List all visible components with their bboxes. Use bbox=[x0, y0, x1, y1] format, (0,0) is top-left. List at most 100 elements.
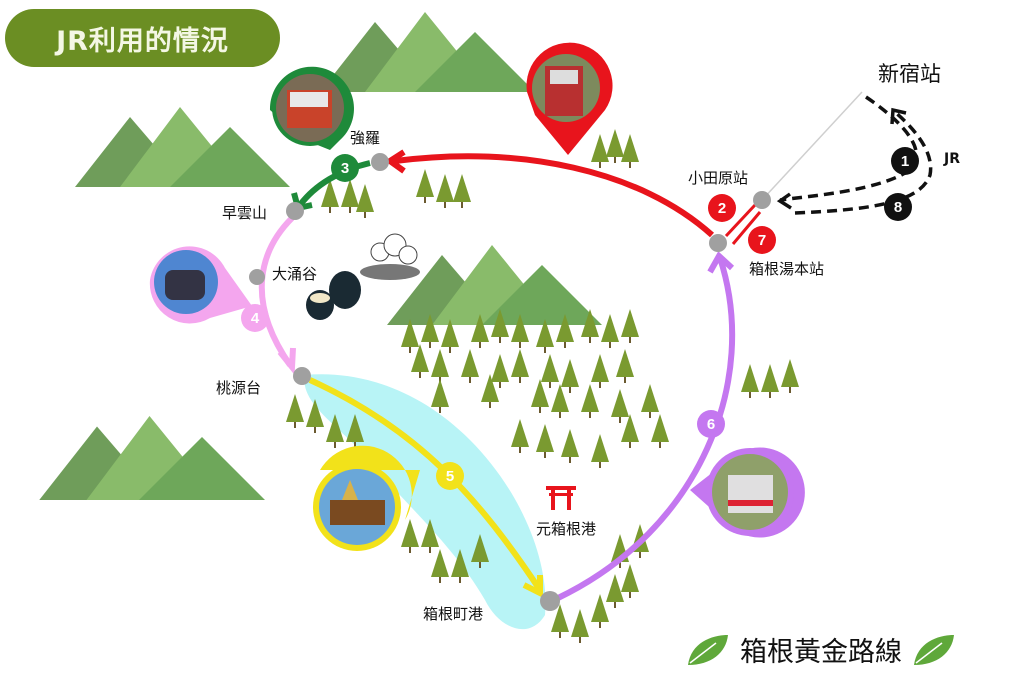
tree-icon bbox=[416, 169, 434, 203]
tree-icon bbox=[436, 174, 454, 208]
tree-icon bbox=[286, 394, 304, 428]
page-title: JR利用的情況 bbox=[5, 9, 280, 67]
route-legend: 箱根黃金路線 bbox=[686, 630, 956, 669]
step-badge-2: 2 bbox=[708, 194, 736, 222]
lake-ashi bbox=[304, 374, 546, 630]
tree-icon bbox=[341, 179, 359, 213]
jr-label: JR bbox=[944, 151, 960, 167]
tree-icon bbox=[591, 354, 609, 388]
jr-route-8 bbox=[794, 110, 933, 215]
station-dot-hakone-yumoto[interactable] bbox=[709, 234, 727, 252]
step-badge-1: 1 bbox=[891, 147, 919, 175]
mountain-left bbox=[75, 107, 290, 187]
station-dot-hakonemachi[interactable] bbox=[540, 591, 560, 611]
photo-pin-bus-6[interactable] bbox=[690, 447, 805, 538]
svg-text:4: 4 bbox=[251, 310, 260, 327]
jr-guide-line bbox=[761, 91, 863, 201]
step-badge-3: 3 bbox=[331, 154, 359, 182]
station-dot-togendai[interactable] bbox=[293, 367, 311, 385]
route-6-arrow bbox=[707, 251, 735, 274]
station-label-sounzan: 早雲山 bbox=[222, 204, 268, 222]
tree-icon bbox=[621, 134, 639, 168]
volcanic-steam-icon bbox=[360, 233, 420, 280]
black-eggs-icon bbox=[306, 271, 361, 320]
tree-icon bbox=[591, 594, 609, 628]
svg-text:6: 6 bbox=[707, 416, 715, 433]
route-3-line bbox=[297, 160, 371, 207]
tree-icon bbox=[531, 379, 549, 413]
tree-icon bbox=[601, 314, 619, 348]
tree-icon bbox=[461, 349, 479, 383]
tree-icon bbox=[431, 549, 449, 583]
station-label-motohakone: 元箱根港 bbox=[536, 520, 597, 538]
tree-icon bbox=[431, 379, 449, 413]
tree-icon bbox=[571, 609, 589, 643]
tree-icon bbox=[591, 134, 609, 168]
svg-text:5: 5 bbox=[446, 468, 454, 485]
jr-arrow-1 bbox=[776, 192, 792, 210]
tree-icon bbox=[561, 429, 579, 463]
step-badge-8: 8 bbox=[884, 193, 912, 221]
svg-text:2: 2 bbox=[718, 200, 726, 217]
route-2-short bbox=[724, 203, 757, 238]
jr-arrow-8 bbox=[890, 107, 907, 125]
route-4-arrow bbox=[277, 347, 296, 376]
photo-pin-tozan-train-2[interactable] bbox=[526, 42, 613, 156]
tree-icon bbox=[536, 424, 554, 458]
step-badge-7: 7 bbox=[748, 226, 776, 254]
step-badge-6: 6 bbox=[697, 410, 725, 438]
station-label-hakone-yumoto: 箱根湯本站 bbox=[749, 260, 825, 278]
station-label-shinjuku: 新宿站 bbox=[878, 62, 941, 86]
tree-icon bbox=[591, 434, 609, 468]
station-dot-odawara[interactable] bbox=[753, 191, 771, 209]
tree-icon bbox=[401, 519, 419, 553]
station-label-hakonemachi: 箱根町港 bbox=[423, 605, 484, 623]
photo-pin-tozan-train-3[interactable] bbox=[269, 66, 354, 150]
tree-icon bbox=[781, 359, 799, 393]
photo-pin-pirate-ship-5[interactable] bbox=[313, 445, 420, 551]
tree-icon bbox=[606, 129, 624, 163]
station-label-togendai: 桃源台 bbox=[216, 379, 262, 397]
svg-text:8: 8 bbox=[894, 199, 902, 216]
station-label-odawara: 小田原站 bbox=[688, 169, 749, 187]
tree-icon bbox=[541, 354, 559, 388]
route-2-line bbox=[394, 153, 715, 238]
mountain-top bbox=[320, 12, 535, 92]
station-dot-sounzan[interactable] bbox=[286, 202, 304, 220]
svg-text:1: 1 bbox=[901, 153, 909, 170]
tree-icon bbox=[621, 564, 639, 598]
svg-text:7: 7 bbox=[758, 232, 766, 249]
route-2-arrow bbox=[384, 149, 406, 174]
route-7-short bbox=[731, 211, 762, 245]
torii-icon bbox=[546, 486, 576, 510]
tree-icon bbox=[651, 414, 669, 448]
photo-pin-ropeway-4[interactable] bbox=[149, 246, 252, 324]
route-4-line bbox=[258, 215, 295, 367]
route-6-line bbox=[556, 257, 736, 601]
tree-icon bbox=[621, 309, 639, 343]
tree-icon bbox=[511, 419, 529, 453]
leaf-icon bbox=[688, 634, 728, 665]
mountain-center bbox=[387, 245, 602, 325]
route-5-arrow bbox=[522, 575, 543, 598]
tree-icon bbox=[611, 389, 629, 423]
jr-route-1 bbox=[779, 95, 918, 202]
legend-label: 箱根黃金路線 bbox=[740, 637, 902, 668]
station-label-gora: 強羅 bbox=[350, 129, 381, 147]
tree-icon bbox=[581, 384, 599, 418]
tree-icon bbox=[761, 364, 779, 398]
station-dots bbox=[249, 153, 771, 611]
tree-icon bbox=[551, 384, 569, 418]
tree-icon bbox=[356, 184, 374, 218]
tree-icon bbox=[741, 364, 759, 398]
tree-icon bbox=[616, 349, 634, 383]
tree-icon bbox=[511, 349, 529, 383]
station-dot-gora[interactable] bbox=[371, 153, 389, 171]
tree-icon bbox=[606, 574, 624, 608]
tree-icon bbox=[641, 384, 659, 418]
tree-icon bbox=[491, 354, 509, 388]
station-dot-owakudani[interactable] bbox=[249, 269, 265, 285]
step-badge-4: 4 bbox=[241, 304, 269, 332]
leaf-icon bbox=[914, 634, 954, 665]
